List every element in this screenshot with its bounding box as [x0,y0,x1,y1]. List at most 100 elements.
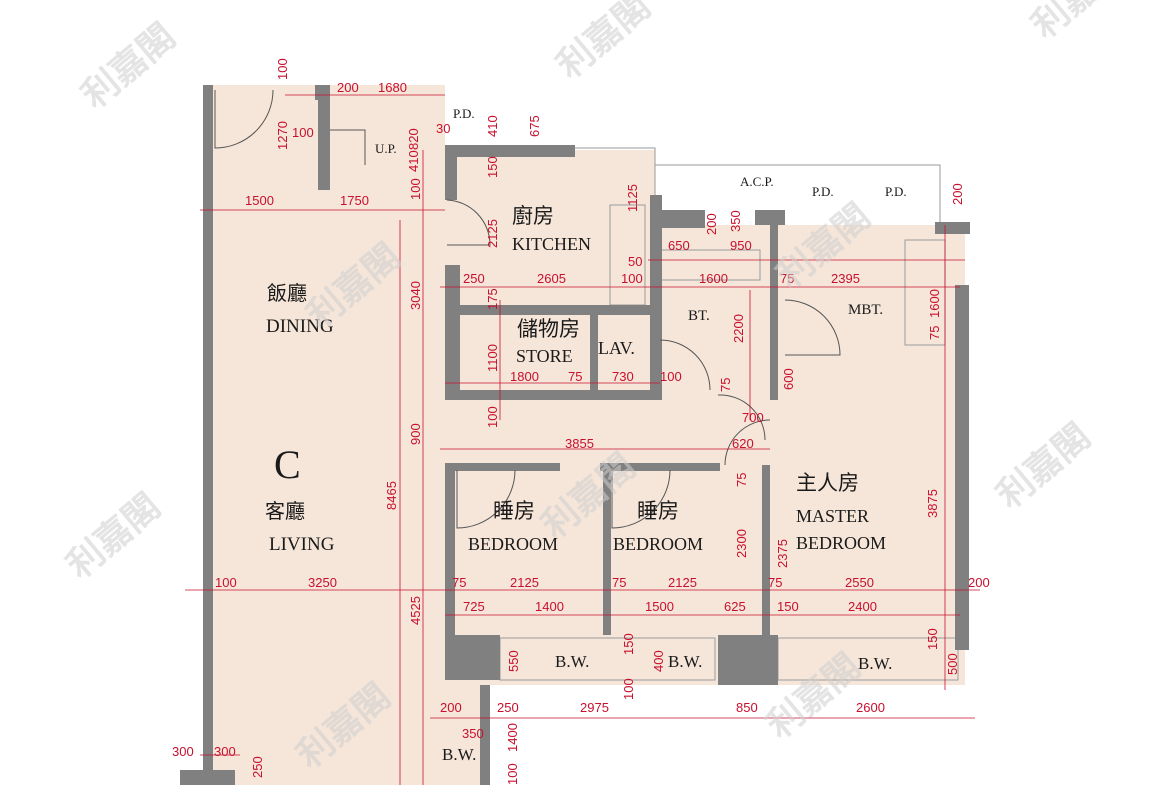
dim-text: 2550 [845,575,874,590]
bedroom2-floor [607,465,765,635]
dim-text: 2125 [510,575,539,590]
dim-text: 3040 [408,281,423,310]
dim-text: 350 [728,210,743,232]
bt-floor [655,225,775,400]
master-door [724,419,771,466]
wall-bed-div2 [762,465,770,635]
dim-text: 100 [621,271,643,286]
dim-text: 75 [568,369,582,384]
dining-living-floor [205,85,445,785]
wall-entry-col [318,85,330,190]
dim-text: 75 [612,575,626,590]
lav-label: LAV. [598,338,635,358]
wall-bt-right [770,225,778,400]
wall-bw-block2 [718,635,778,685]
dim-text: 150 [621,633,636,655]
mbt-door [784,299,841,356]
dim-text: 650 [668,238,690,253]
wall-lower-bw [480,685,490,785]
watermark-logo: 利嘉閣 [1024,0,1133,47]
wall-bt-top [650,210,705,228]
entry-door [214,89,274,149]
store-label-en: STORE [516,346,573,366]
master-label-en2: BEDROOM [796,533,886,553]
dim-text: 900 [408,423,423,445]
dim-text: 200 [440,700,462,715]
dim-text: 850 [736,700,758,715]
wall-bottom-left [180,770,235,785]
wall-right [955,285,969,650]
mbt-label: MBT. [848,302,883,318]
dim-text: 100 [215,575,237,590]
dining-label-en: DINING [266,316,334,337]
dim-text: 150 [777,599,799,614]
dim-text: 1600 [927,289,942,318]
master-floor [765,355,965,635]
kitchen-label-en: KITCHEN [512,234,591,254]
dim-text: 2600 [856,700,885,715]
dim-text: 300 [172,744,194,759]
bedroom2-label-en: BEDROOM [613,534,703,554]
dim-text: 75 [768,575,782,590]
wall-store-bottom [445,390,655,400]
dim-text: 1100 [485,344,500,372]
dim-text: 250 [250,756,265,778]
wall-kitchen-top [445,145,575,157]
dim-text: 2400 [848,599,877,614]
dim-text: 200 [337,80,359,95]
up-label: U.P. [375,141,397,156]
unit-letter: C [274,442,301,487]
entry-floor [205,85,330,190]
bw-label-1: B.W. [555,652,589,671]
pd-label-2: P.D. [812,184,834,199]
kitchen-outline [575,147,656,205]
living-label-en: LIVING [269,534,335,555]
dim-text: 730 [612,369,634,384]
dim-text: 175 [485,288,500,310]
watermark-logo: 利嘉閣 [989,416,1098,517]
wall-mbt-top [755,210,785,225]
bt-door [717,394,766,441]
wall-lav-left [590,315,598,400]
dim-text: 2200 [731,314,746,343]
master-label-en1: MASTER [796,506,869,526]
wall-bed1-left [445,465,455,640]
master-label-cn: 主人房 [796,471,859,495]
dim-text: 3875 [925,489,940,518]
dim-text: 200 [968,575,990,590]
dim-text: 300 [214,744,236,759]
dim-text: 100 [292,125,314,140]
dim-text: 1400 [535,599,564,614]
wall-store-left [445,265,460,400]
bedroom2-label-cn: 睡房 [637,499,679,523]
dim-text: 150 [485,156,500,178]
dim-text: 2375 [775,539,790,568]
dim-text: 1500 [245,193,274,208]
watermark-logo: 利嘉閣 [74,16,183,117]
dim-text: 50 [628,254,642,269]
lav-door [659,339,711,391]
dim-text: 725 [463,599,485,614]
dim-text: 410 [485,115,500,137]
up-door [330,129,366,165]
dim-text: 100 [275,58,290,80]
dim-text: 2975 [580,700,609,715]
walls [180,85,970,785]
dim-text: 100 [505,763,520,785]
dim-text: 75 [452,575,466,590]
wall-left [203,85,213,785]
dimension-texts: 200 1680 100 30 1500 1750 650 950 50 100… [172,80,990,759]
bt-label: BT. [688,308,710,324]
dim-text: 820 [406,128,421,150]
floor-areas [205,85,965,785]
dim-text: 100 [485,406,500,428]
living-label-cn: 客廳 [265,500,305,523]
dim-text: 1500 [645,599,674,614]
dim-text: 2395 [831,271,860,286]
kitchen-label-cn: 廚房 [512,204,554,228]
dim-text: 1750 [340,193,369,208]
wall-mbt-top2 [935,222,970,234]
dim-text: 350 [462,726,484,741]
bedroom1-label-en: BEDROOM [468,534,558,554]
